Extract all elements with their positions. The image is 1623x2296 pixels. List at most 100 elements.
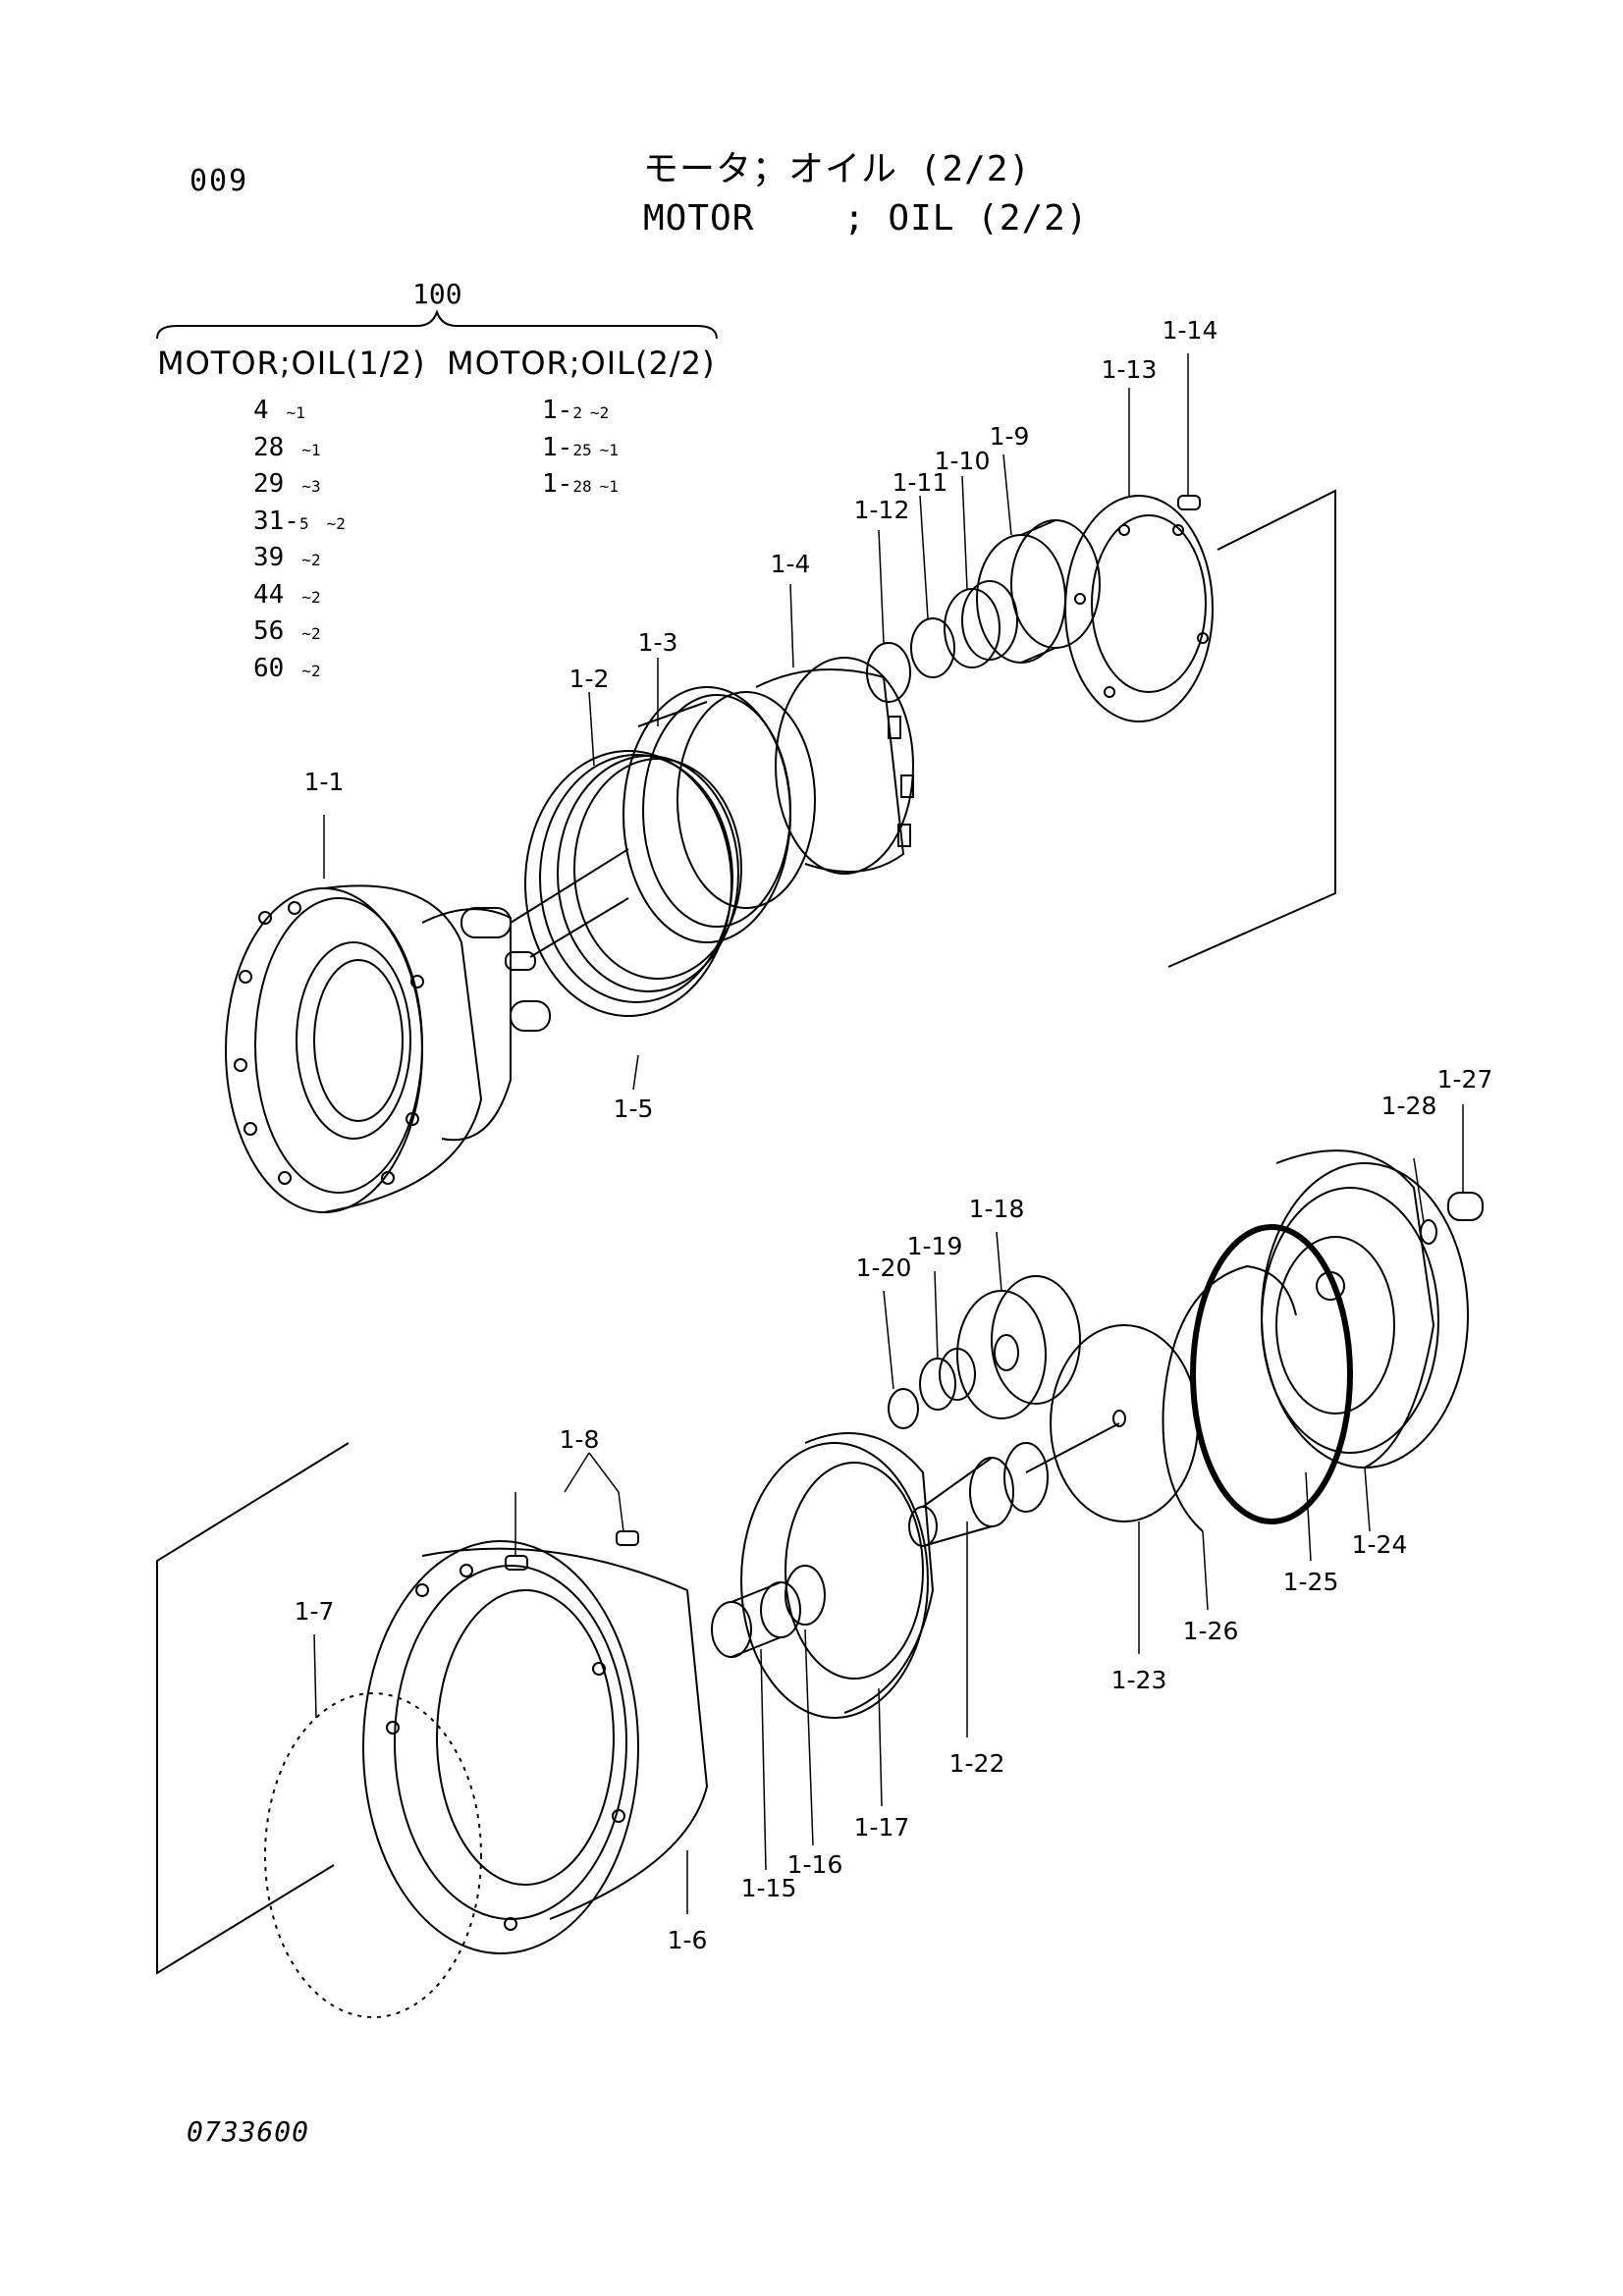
- callout-1-12: 1-12: [854, 496, 910, 524]
- callout-1-25: 1-25: [1283, 1568, 1339, 1596]
- part-1-19-bearing: [919, 1348, 976, 1411]
- assembly-row-part: 28: [253, 432, 285, 462]
- part-1-17-carrier: [740, 1432, 935, 1719]
- assembly-row-qty: ~2: [301, 624, 321, 643]
- leader-lines: [313, 353, 1464, 1914]
- assembly-row: 28 ~1: [253, 435, 321, 460]
- assembly-row: 1-28 ~1: [542, 471, 619, 497]
- assembly-row-qty: ~2: [301, 661, 321, 680]
- assembly-row-part: 1-: [542, 469, 573, 499]
- part-1-9-gear: [976, 519, 1101, 664]
- callout-1-11: 1-11: [893, 468, 948, 497]
- callout-1-28: 1-28: [1381, 1092, 1437, 1120]
- assembly-row-part: 60: [253, 653, 285, 683]
- callout-1-6: 1-6: [668, 1926, 708, 1954]
- callout-1-15: 1-15: [741, 1874, 797, 1902]
- assembly-header-left: MOTOR;OIL(1/2): [157, 345, 426, 382]
- callout-1-16: 1-16: [787, 1850, 843, 1879]
- part-1-14-bolt: [1177, 495, 1201, 510]
- part-1-25-o-ring: [1190, 1224, 1353, 1524]
- callout-1-10: 1-10: [935, 447, 991, 475]
- assembly-row-sub: 28: [572, 477, 592, 496]
- part-1-7-seal-ring: [264, 1692, 482, 2018]
- assembly-row-part: 39: [253, 543, 285, 572]
- callout-1-27: 1-27: [1437, 1065, 1493, 1094]
- assembly-row: 31-5 ~2: [253, 508, 346, 534]
- assembly-row: 29 ~3: [253, 471, 321, 497]
- callout-1-18: 1-18: [969, 1195, 1025, 1223]
- callout-1-23: 1-23: [1111, 1666, 1167, 1694]
- assembly-brace: [156, 309, 718, 340]
- part-1-16-snap-ring: [784, 1565, 826, 1626]
- assembly-row-sub: 2: [572, 403, 582, 422]
- document-code: 0733600: [187, 2115, 310, 2148]
- frame-lower-left: [156, 1442, 350, 1975]
- assembly-row-sub: 5: [298, 513, 309, 533]
- page-number: 009: [189, 164, 249, 198]
- assembly-row-qty: ~3: [301, 477, 321, 496]
- callout-1-14: 1-14: [1163, 316, 1218, 345]
- assembly-row-qty: ~1: [599, 440, 619, 459]
- assembly-row: 39 ~2: [253, 545, 321, 570]
- callout-1-19: 1-19: [907, 1232, 963, 1260]
- assembly-row: 4 ~1: [253, 398, 305, 423]
- part-1-8-plugs: [505, 1530, 639, 1571]
- callout-1-20: 1-20: [856, 1254, 912, 1282]
- assembly-row-qty: ~1: [286, 403, 305, 422]
- part-1-18-planet-gear: [956, 1275, 1081, 1419]
- callout-1-13: 1-13: [1102, 355, 1158, 384]
- callout-1-8: 1-8: [560, 1425, 600, 1454]
- assembly-header-right: MOTOR;OIL(2/2): [447, 345, 716, 382]
- part-1-28-o-ring: [1420, 1219, 1437, 1245]
- part-1-24-end-cover: [1261, 1149, 1469, 1468]
- assembly-row-part: 29: [253, 469, 285, 499]
- callout-1-3: 1-3: [638, 628, 678, 657]
- assembly-row: 1-2 ~2: [542, 398, 609, 423]
- callout-labels: 1-1 1-2 1-3 1-4 1-5 1-6 1-7 1-8 1-9 1-10…: [295, 316, 1493, 1954]
- assembly-number: 100: [412, 278, 462, 310]
- assembly-row-qty: ~2: [301, 587, 321, 607]
- assembly-row-part: 4: [253, 396, 269, 425]
- callout-1-22: 1-22: [949, 1749, 1005, 1778]
- assembly-row: 1-25 ~1: [542, 435, 619, 460]
- part-1-27-plug: [1447, 1192, 1484, 1221]
- callout-1-2: 1-2: [569, 665, 610, 693]
- assembly-row: 60 ~2: [253, 656, 321, 681]
- assembly-row-part: 31-: [253, 506, 299, 536]
- callout-1-17: 1-17: [854, 1813, 910, 1842]
- callout-1-4: 1-4: [771, 550, 811, 578]
- assembly-row-part: 44: [253, 579, 285, 610]
- assembly-row-sub: 25: [572, 440, 592, 459]
- assembly-row-part: 56: [253, 616, 285, 646]
- callout-1-24: 1-24: [1352, 1530, 1408, 1559]
- part-1-10-bearing: [944, 580, 1018, 668]
- assembly-row-part: 1-: [542, 396, 573, 425]
- part-1-1-housing-flange: [225, 848, 629, 1213]
- part-1-6-gear-housing: [362, 1540, 709, 1954]
- part-1-4-sleeve: [755, 657, 914, 875]
- part-1-15-shaft-coupling: [711, 1581, 801, 1658]
- part-1-2-ring: [524, 750, 742, 1017]
- assembly-row-qty: ~2: [301, 551, 321, 569]
- assembly-row: 44 ~2: [253, 582, 321, 608]
- title-english: MOTOR ; OIL (2/2): [643, 198, 1089, 239]
- part-1-26-ring: [1162, 1264, 1297, 1532]
- callout-1-26: 1-26: [1183, 1617, 1239, 1645]
- assembly-row-qty: ~2: [589, 403, 610, 422]
- callout-1-7: 1-7: [295, 1597, 335, 1626]
- callout-1-1: 1-1: [304, 768, 345, 796]
- assembly-row: 56 ~2: [253, 618, 321, 644]
- assembly-row-part: 1-: [542, 432, 573, 462]
- callout-1-9: 1-9: [990, 422, 1030, 451]
- assembly-row-qty: ~1: [599, 477, 619, 496]
- assembly-row-qty: ~2: [326, 513, 346, 533]
- part-1-11-ring: [910, 617, 955, 678]
- part-1-13-cover-plate: [1064, 495, 1214, 722]
- callout-1-5: 1-5: [614, 1095, 654, 1123]
- assembly-row-qty: ~1: [301, 440, 321, 459]
- part-1-22-sun-gear-shaft: [908, 1422, 1120, 1547]
- part-1-3-bearing: [622, 686, 816, 943]
- part-1-20-bushing: [888, 1388, 919, 1429]
